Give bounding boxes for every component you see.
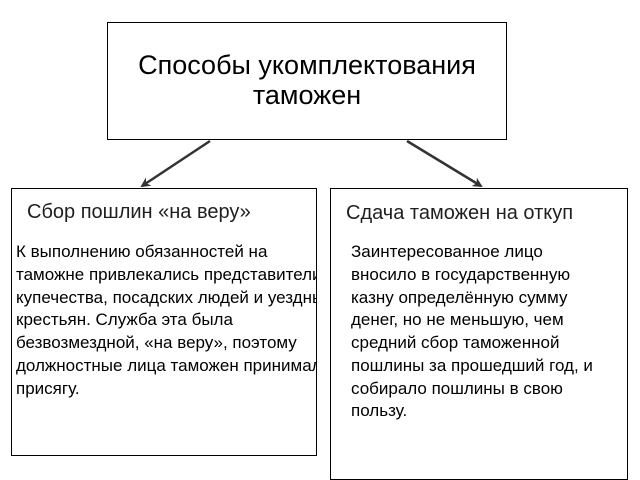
top-concept-title: Способы укомплектования таможен: [138, 50, 476, 110]
top-concept-box: Способы укомплектования таможен: [107, 22, 507, 140]
arrow-to-left-box: [140, 139, 211, 188]
left-method-heading: Сбор пошлин «на веру»: [27, 201, 251, 223]
arrow-to-right-box: [406, 139, 483, 188]
left-method-box: Сбор пошлин «на веру» К выполнению обяза…: [11, 188, 317, 456]
right-method-box: Сдача таможен на откуп Заинтересованное …: [330, 188, 628, 480]
left-method-description: К выполнению обязанностей на таможне при…: [16, 242, 317, 398]
right-method-heading: Сдача таможен на откуп: [346, 202, 574, 224]
right-method-description: Заинтересованное лицо вносило в государс…: [351, 242, 593, 421]
